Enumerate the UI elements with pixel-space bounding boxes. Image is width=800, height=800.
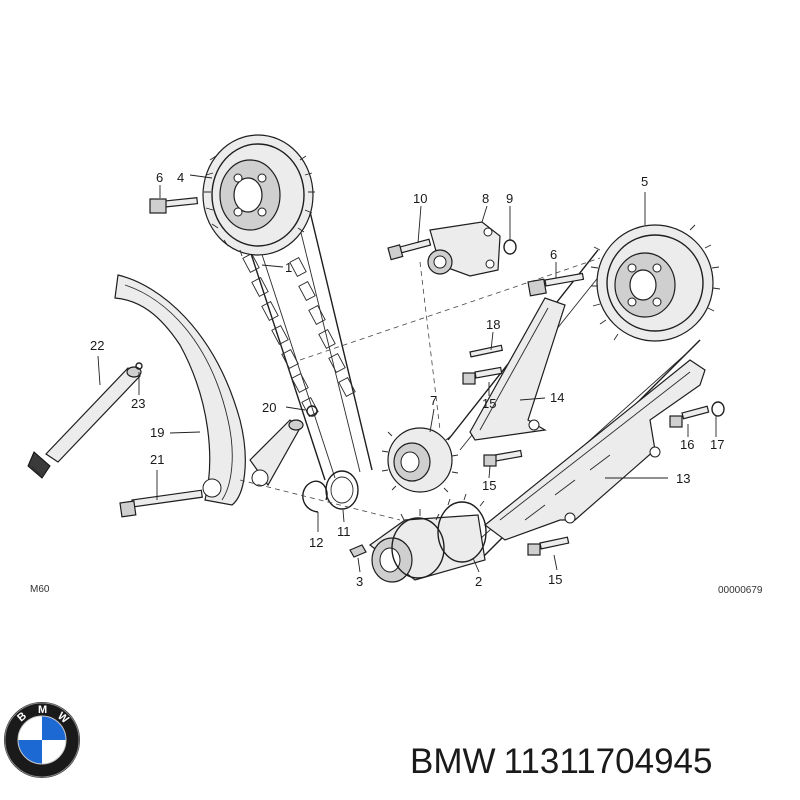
callout-16: 16 [680,437,694,452]
woodruff-key [349,544,367,558]
callout-15-middle: 15 [482,478,496,493]
callout-9: 9 [506,191,513,206]
bolt-15-middle [483,449,523,467]
callout-21: 21 [150,452,164,467]
bolt-6-left [149,196,199,214]
bolt-6-right [527,272,585,297]
centerline-crank [239,479,401,521]
pivot-pin [27,362,143,479]
callout-20: 20 [262,400,276,415]
callout-15-lower: 15 [548,572,562,587]
svg-text:M: M [38,704,47,716]
callout-11: 11 [337,524,351,539]
washer-9 [503,239,517,255]
callout-7: 7 [430,393,437,408]
callout-10: 10 [413,191,427,206]
camshaft-sprocket-right [590,224,721,342]
callout-13: 13 [676,471,690,486]
centerline-tensioner [419,261,441,431]
bolt-21 [119,489,203,518]
model-label: M60 [30,584,50,595]
washer-17 [711,401,725,417]
callout-8: 8 [482,191,489,206]
bmw-logo: B M W [4,702,80,778]
tensioner-rail [469,297,566,441]
brand-name: BMW [410,742,496,781]
bolt-10 [387,238,432,261]
callout-22: 22 [90,338,104,353]
callout-17: 17 [710,437,724,452]
chain-guide-rail [114,274,246,506]
tensioner-arm [249,419,304,487]
callout-1: 1 [285,260,292,275]
chain-tensioner [427,221,501,277]
guide-rail-long [484,359,706,541]
bolt-18 [469,344,504,358]
callout-23: 23 [131,396,145,411]
callout-6-right: 6 [550,247,557,262]
circlip-12 [302,480,328,513]
leader-lines [97,174,717,573]
crankshaft-gear [368,493,487,583]
callout-14: 14 [550,390,564,405]
callout-6-left: 6 [156,170,163,185]
callout-19: 19 [150,425,164,440]
bolt-16 [669,405,710,428]
callout-15-upper: 15 [482,396,496,411]
bolt-15-lower [527,536,570,556]
centerline-upper [299,257,601,361]
callout-4: 4 [177,170,184,185]
callout-12: 12 [309,535,323,550]
callout-5: 5 [641,174,648,189]
callout-3: 3 [356,574,363,589]
intermediate-sprocket [381,427,459,493]
callout-labels: 6 4 1 5 6 10 8 9 18 14 7 15 15 13 16 17 … [30,170,763,596]
drawing-number: 00000679 [718,585,763,596]
bolt-15-upper [462,366,503,385]
seal-ring-11 [325,470,359,510]
part-number: 11311704945 [503,742,713,781]
callout-18: 18 [486,317,500,332]
washer-20 [306,405,318,417]
camshaft-sprocket-left [202,134,315,257]
callout-2: 2 [475,574,482,589]
